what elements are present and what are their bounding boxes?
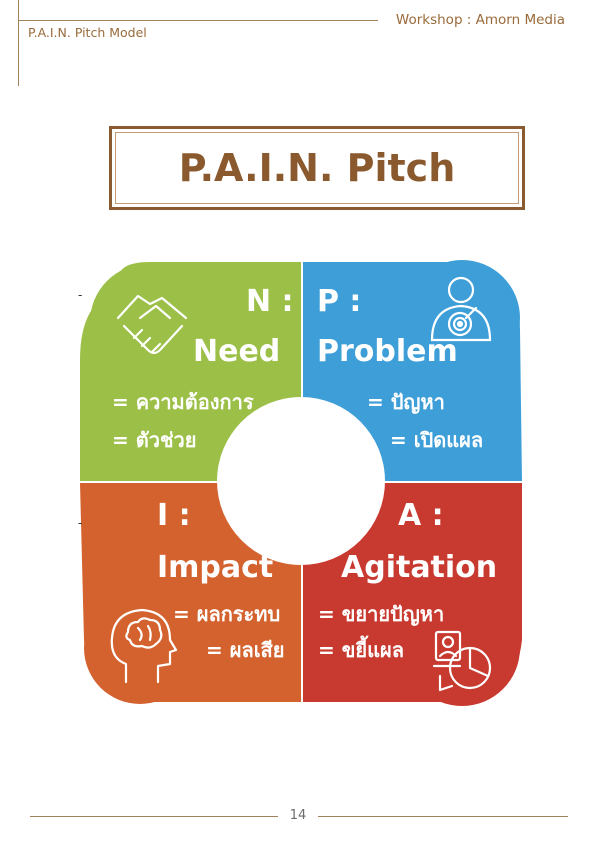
- title-frame: P.A.I.N. Pitch: [109, 126, 525, 210]
- quadrant-impact: [80, 483, 301, 704]
- header-left-rule: [18, 0, 19, 86]
- margin-mark: -: [78, 288, 83, 302]
- presenter-chart-icon: [432, 630, 492, 692]
- agitation-meaning-1: = ขยายปัญหา: [318, 602, 445, 626]
- agitation-letter: A :: [398, 498, 444, 533]
- impact-word: Impact: [157, 550, 274, 585]
- footer-rule-right: [318, 816, 568, 817]
- margin-mark: -: [78, 516, 83, 530]
- impact-meaning-2: = ผลเสีย: [206, 638, 285, 662]
- quadrant-need: [80, 262, 301, 481]
- need-word: Need: [193, 334, 281, 369]
- header-document-title: P.A.I.N. Pitch Model: [28, 25, 147, 40]
- problem-meaning-2: = เปิดแผล: [390, 428, 484, 452]
- problem-word: Problem: [317, 334, 458, 369]
- agitation-word: Agitation: [341, 550, 498, 585]
- impact-letter: I :: [157, 498, 191, 533]
- impact-meaning-1: = ผลกระทบ: [173, 602, 281, 626]
- handshake-icon: [116, 294, 188, 355]
- page-number: 14: [289, 808, 307, 823]
- target-person-icon: [430, 276, 492, 342]
- page-title: P.A.I.N. Pitch: [178, 146, 456, 190]
- brain-head-icon: [110, 608, 178, 684]
- problem-letter: P :: [317, 284, 362, 319]
- footer-rule-left: [30, 816, 278, 817]
- header-workshop-title: Workshop : Amorn Media: [395, 12, 565, 28]
- need-letter: N :: [246, 284, 294, 319]
- agitation-meaning-2: = ขยี้แผล: [318, 638, 404, 662]
- need-meaning-2: = ตัวช่วย: [112, 428, 197, 452]
- need-meaning-1: = ความต้องการ: [112, 390, 254, 414]
- problem-meaning-1: = ปัญหา: [367, 390, 445, 414]
- header-rule: [18, 20, 378, 21]
